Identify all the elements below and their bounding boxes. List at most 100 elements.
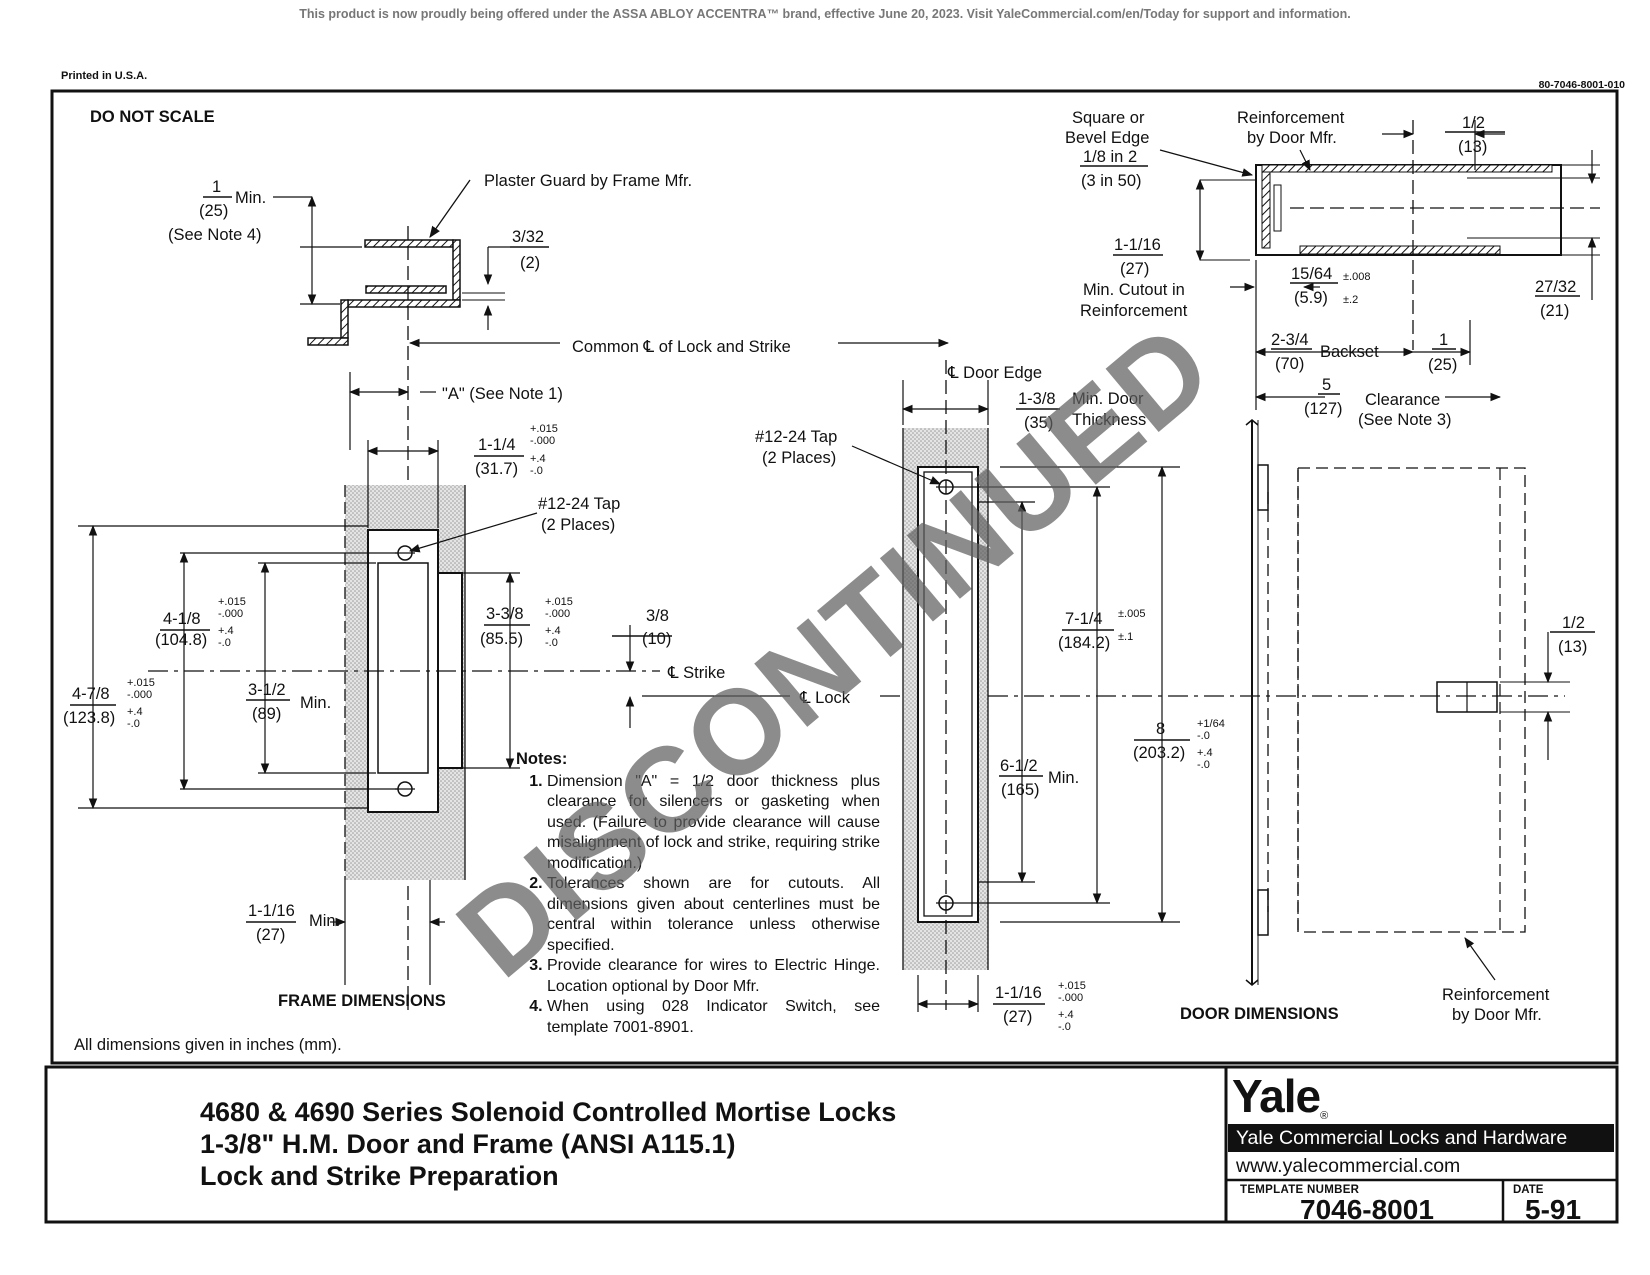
svg-text:5: 5 xyxy=(1322,376,1331,394)
svg-text:27/32: 27/32 xyxy=(1535,278,1576,296)
svg-text:(123.8): (123.8) xyxy=(63,709,115,727)
svg-text:(2 Places): (2 Places) xyxy=(541,516,615,534)
svg-text:Min.: Min. xyxy=(1048,769,1079,787)
units-note: All dimensions given in inches (mm). xyxy=(74,1036,342,1054)
svg-text:1/8 in 2: 1/8 in 2 xyxy=(1083,148,1137,166)
svg-text:-.000: -.000 xyxy=(218,608,243,620)
svg-text:(2 Places): (2 Places) xyxy=(762,449,836,467)
svg-text:3/8: 3/8 xyxy=(646,607,669,625)
svg-text:(10): (10) xyxy=(642,630,671,648)
svg-text:(165): (165) xyxy=(1001,781,1040,799)
svg-text:(See Note 3): (See Note 3) xyxy=(1358,411,1452,429)
svg-text:by Door Mfr.: by Door Mfr. xyxy=(1247,129,1337,147)
dim-a-label: "A" (See Note 1) xyxy=(442,385,563,403)
title-line-3: Lock and Strike Preparation xyxy=(200,1161,559,1191)
svg-text:1: 1 xyxy=(1439,331,1448,349)
registered-mark: ® xyxy=(1320,1110,1328,1122)
plaster-guard-detail: Plaster Guard by Frame Mfr. 1 (25) Min. … xyxy=(168,172,692,1010)
company-website[interactable]: www.yalecommercial.com xyxy=(1236,1155,1461,1177)
note-1: Dimension "A" = 1/2 door thickness plus … xyxy=(547,772,880,875)
svg-text:-.0: -.0 xyxy=(530,465,543,477)
svg-text:4-1/8: 4-1/8 xyxy=(163,610,201,628)
door-edge-centerline-label: ℄ Door Edge xyxy=(947,364,1042,382)
door-edge-lock-prep: ℄ Door Edge 1-3/8 (35) Min. Door Thickne… xyxy=(755,360,1225,1033)
svg-text:(3 in 50): (3 in 50) xyxy=(1081,172,1142,190)
svg-text:-.0: -.0 xyxy=(1058,1021,1071,1033)
svg-text:by Door Mfr.: by Door Mfr. xyxy=(1452,1006,1542,1024)
svg-text:-.000: -.000 xyxy=(545,608,570,620)
common-centerline-label: Common ℄ of Lock and Strike xyxy=(572,338,791,356)
svg-text:Min.: Min. xyxy=(300,694,331,712)
svg-text:+.4: +.4 xyxy=(545,625,561,637)
svg-text:(2): (2) xyxy=(520,254,540,272)
svg-text:+.4: +.4 xyxy=(127,706,143,718)
svg-text:(35): (35) xyxy=(1024,414,1053,432)
title-block: 4680 & 4690 Series Solenoid Controlled M… xyxy=(200,1096,1200,1192)
title-line-2: 1-3/8" H.M. Door and Frame (ANSI A115.1) xyxy=(200,1129,736,1159)
plaster-guard-label: Plaster Guard by Frame Mfr. xyxy=(484,172,692,190)
svg-text:+1/64: +1/64 xyxy=(1197,718,1225,730)
note-2: Tolerances shown are for cutouts. All di… xyxy=(547,874,880,956)
svg-text:+.4: +.4 xyxy=(1197,747,1213,759)
title-line-1: 4680 & 4690 Series Solenoid Controlled M… xyxy=(200,1097,897,1127)
svg-text:Reinforcement: Reinforcement xyxy=(1237,109,1345,127)
notes-block: Notes: Dimension "A" = 1/2 door thicknes… xyxy=(516,749,880,1038)
svg-text:+.015: +.015 xyxy=(530,423,558,435)
brand-notice: This product is now proudly being offere… xyxy=(299,7,1351,21)
svg-text:3-3/8: 3-3/8 xyxy=(486,605,524,623)
svg-text:Reinforcement: Reinforcement xyxy=(1442,986,1550,1004)
svg-text:4-7/8: 4-7/8 xyxy=(72,685,110,703)
svg-text:(5.9): (5.9) xyxy=(1294,289,1328,307)
svg-text:-.0: -.0 xyxy=(127,718,140,730)
svg-text:Backset: Backset xyxy=(1320,343,1379,361)
svg-text:#12-24 Tap: #12-24 Tap xyxy=(538,495,620,513)
svg-text:7-1/4: 7-1/4 xyxy=(1065,610,1103,628)
title-block-border xyxy=(44,1065,1619,1224)
svg-text:(184.2): (184.2) xyxy=(1058,634,1110,652)
svg-text:6-1/2: 6-1/2 xyxy=(1000,757,1038,775)
svg-text:(27): (27) xyxy=(256,926,285,944)
svg-text:+.015: +.015 xyxy=(127,677,155,689)
lock-centerline-label: ℄ Lock xyxy=(799,689,851,707)
svg-text:-.0: -.0 xyxy=(218,637,231,649)
printed-label: Printed in U.S.A. xyxy=(61,70,148,82)
svg-text:1/2: 1/2 xyxy=(1562,614,1585,632)
svg-text:(85.5): (85.5) xyxy=(480,630,523,648)
sheet-border xyxy=(50,89,1619,1065)
company-name-bar: Yale Commercial Locks and Hardware xyxy=(1228,1124,1614,1152)
svg-text:3-1/2: 3-1/2 xyxy=(248,681,286,699)
svg-text:-.0: -.0 xyxy=(545,637,558,649)
brand-name: Yale xyxy=(1232,1070,1321,1122)
note-3: Provide clearance for wires to Electric … xyxy=(547,956,880,997)
svg-text:±.2: ±.2 xyxy=(1343,294,1358,306)
svg-text:(21): (21) xyxy=(1540,302,1569,320)
svg-text:-.0: -.0 xyxy=(1197,730,1210,742)
svg-text:±.1: ±.1 xyxy=(1118,631,1133,643)
door-top-section: Square or Bevel Edge 1/8 in 2 (3 in 50) … xyxy=(1065,109,1600,429)
svg-text:1-1/16: 1-1/16 xyxy=(995,984,1042,1002)
template-number-label: TEMPLATE NUMBER xyxy=(1240,1184,1360,1196)
svg-text:(104.8): (104.8) xyxy=(155,631,207,649)
document-number: 80-7046-8001-010 xyxy=(1538,79,1625,91)
svg-text:1-1/16: 1-1/16 xyxy=(1114,236,1161,254)
notes-heading: Notes: xyxy=(516,750,568,768)
svg-text:(13): (13) xyxy=(1458,138,1487,156)
svg-text:8: 8 xyxy=(1156,720,1165,738)
svg-text:+.4: +.4 xyxy=(530,453,546,465)
svg-text:(89): (89) xyxy=(252,705,281,723)
svg-text:Clearance: Clearance xyxy=(1365,391,1440,409)
svg-text:(13): (13) xyxy=(1558,638,1587,656)
svg-text:(See Note 4): (See Note 4) xyxy=(168,226,262,244)
svg-text:3/32: 3/32 xyxy=(512,228,544,246)
date-value: 5-91 xyxy=(1525,1194,1582,1225)
svg-text:1: 1 xyxy=(212,178,221,196)
door-dimensions-label: DOOR DIMENSIONS xyxy=(1180,1005,1339,1023)
do-not-scale-label: DO NOT SCALE xyxy=(90,108,215,126)
svg-text:(25): (25) xyxy=(1428,356,1457,374)
svg-text:(25): (25) xyxy=(199,202,228,220)
door-dimensions-elevation: 1/2 (13) DOOR DIMENSIONS Reinforcement b… xyxy=(1180,419,1595,1024)
svg-text:Min. Door: Min. Door xyxy=(1072,390,1144,408)
svg-text:(27): (27) xyxy=(1003,1008,1032,1026)
svg-text:(203.2): (203.2) xyxy=(1133,744,1185,762)
